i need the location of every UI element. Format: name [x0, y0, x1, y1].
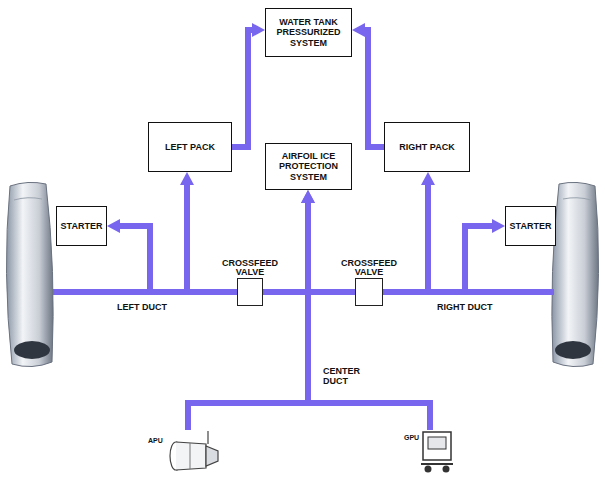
engine-detail — [563, 198, 591, 200]
duct-label: LEFT DUCT — [117, 302, 167, 312]
bleed-duct — [180, 172, 237, 292]
apu-outlet — [207, 431, 208, 444]
arrowhead — [352, 23, 365, 37]
engine-nacelle — [6, 182, 53, 366]
box-label: AIRFOIL ICE PROTECTION SYSTEM — [269, 151, 348, 182]
engine-detail — [14, 198, 42, 200]
gpu-wheel — [443, 466, 450, 473]
system-box: STARTER — [505, 206, 556, 246]
bleed-duct — [232, 23, 265, 147]
system-box: LEFT PACK — [148, 122, 232, 172]
box-label: STARTER — [510, 221, 552, 231]
system-box: WATER TANK PRESSURIZED SYSTEM — [265, 8, 352, 57]
bleed-duct — [383, 219, 505, 292]
gpu-panel — [428, 437, 446, 449]
duct-line — [363, 30, 384, 147]
gpu-wheel — [425, 466, 432, 473]
duct-line — [188, 201, 308, 430]
valve-box — [237, 278, 263, 306]
duct-line — [232, 30, 254, 147]
left-engine — [6, 182, 53, 366]
bleed-duct — [301, 190, 430, 430]
right-engine — [552, 182, 599, 366]
system-box: STARTER — [56, 206, 107, 246]
valve-box — [355, 278, 383, 306]
duct-line — [187, 183, 237, 292]
system-box: AIRFOIL ICE PROTECTION SYSTEM — [265, 143, 352, 190]
bleed-duct — [188, 190, 315, 430]
duct-line — [308, 201, 430, 430]
gpu-base — [421, 463, 453, 465]
apu-body — [176, 442, 206, 470]
box-label: STARTER — [61, 221, 103, 231]
duct-line — [118, 226, 237, 292]
valve-heading: CROSSFEED VALVE — [218, 259, 282, 277]
arrowhead — [301, 190, 315, 203]
box-label: RIGHT PACK — [399, 142, 454, 152]
apu-exhaust — [206, 446, 218, 466]
arrowhead — [180, 172, 194, 185]
arrowhead — [107, 219, 120, 233]
bleed-duct — [107, 219, 237, 292]
arrowhead — [421, 172, 435, 185]
unit-label: GPU — [404, 434, 419, 442]
apu-icon — [168, 430, 222, 476]
box-label: WATER TANK PRESSURIZED SYSTEM — [269, 17, 348, 48]
arrowhead — [301, 190, 315, 203]
gpu-cabinet — [423, 432, 451, 460]
bleed-duct — [383, 172, 435, 292]
gpu-unit: GPU — [404, 428, 454, 476]
arrowhead — [252, 23, 265, 37]
system-box: RIGHT PACK — [384, 122, 470, 172]
duct-line — [383, 226, 494, 292]
valve-heading: CROSSFEED VALVE — [337, 259, 401, 277]
unit-label: APU — [148, 437, 163, 445]
duct-line — [383, 183, 428, 292]
apu-detail — [190, 443, 191, 469]
box-label: LEFT PACK — [165, 142, 215, 152]
engine-inlet — [555, 341, 591, 359]
engine-nacelle — [552, 182, 599, 366]
crossfeed-valve: CROSSFEED VALVE — [218, 259, 282, 307]
duct-label: CENTER DUCT — [323, 366, 367, 387]
engine-inlet — [14, 341, 50, 359]
apu-unit: APU — [148, 428, 224, 477]
bleed-duct — [352, 23, 384, 147]
arrowhead — [492, 219, 505, 233]
gpu-icon — [420, 430, 454, 474]
crossfeed-valve: CROSSFEED VALVE — [337, 259, 401, 307]
duct-label: RIGHT DUCT — [437, 302, 493, 312]
